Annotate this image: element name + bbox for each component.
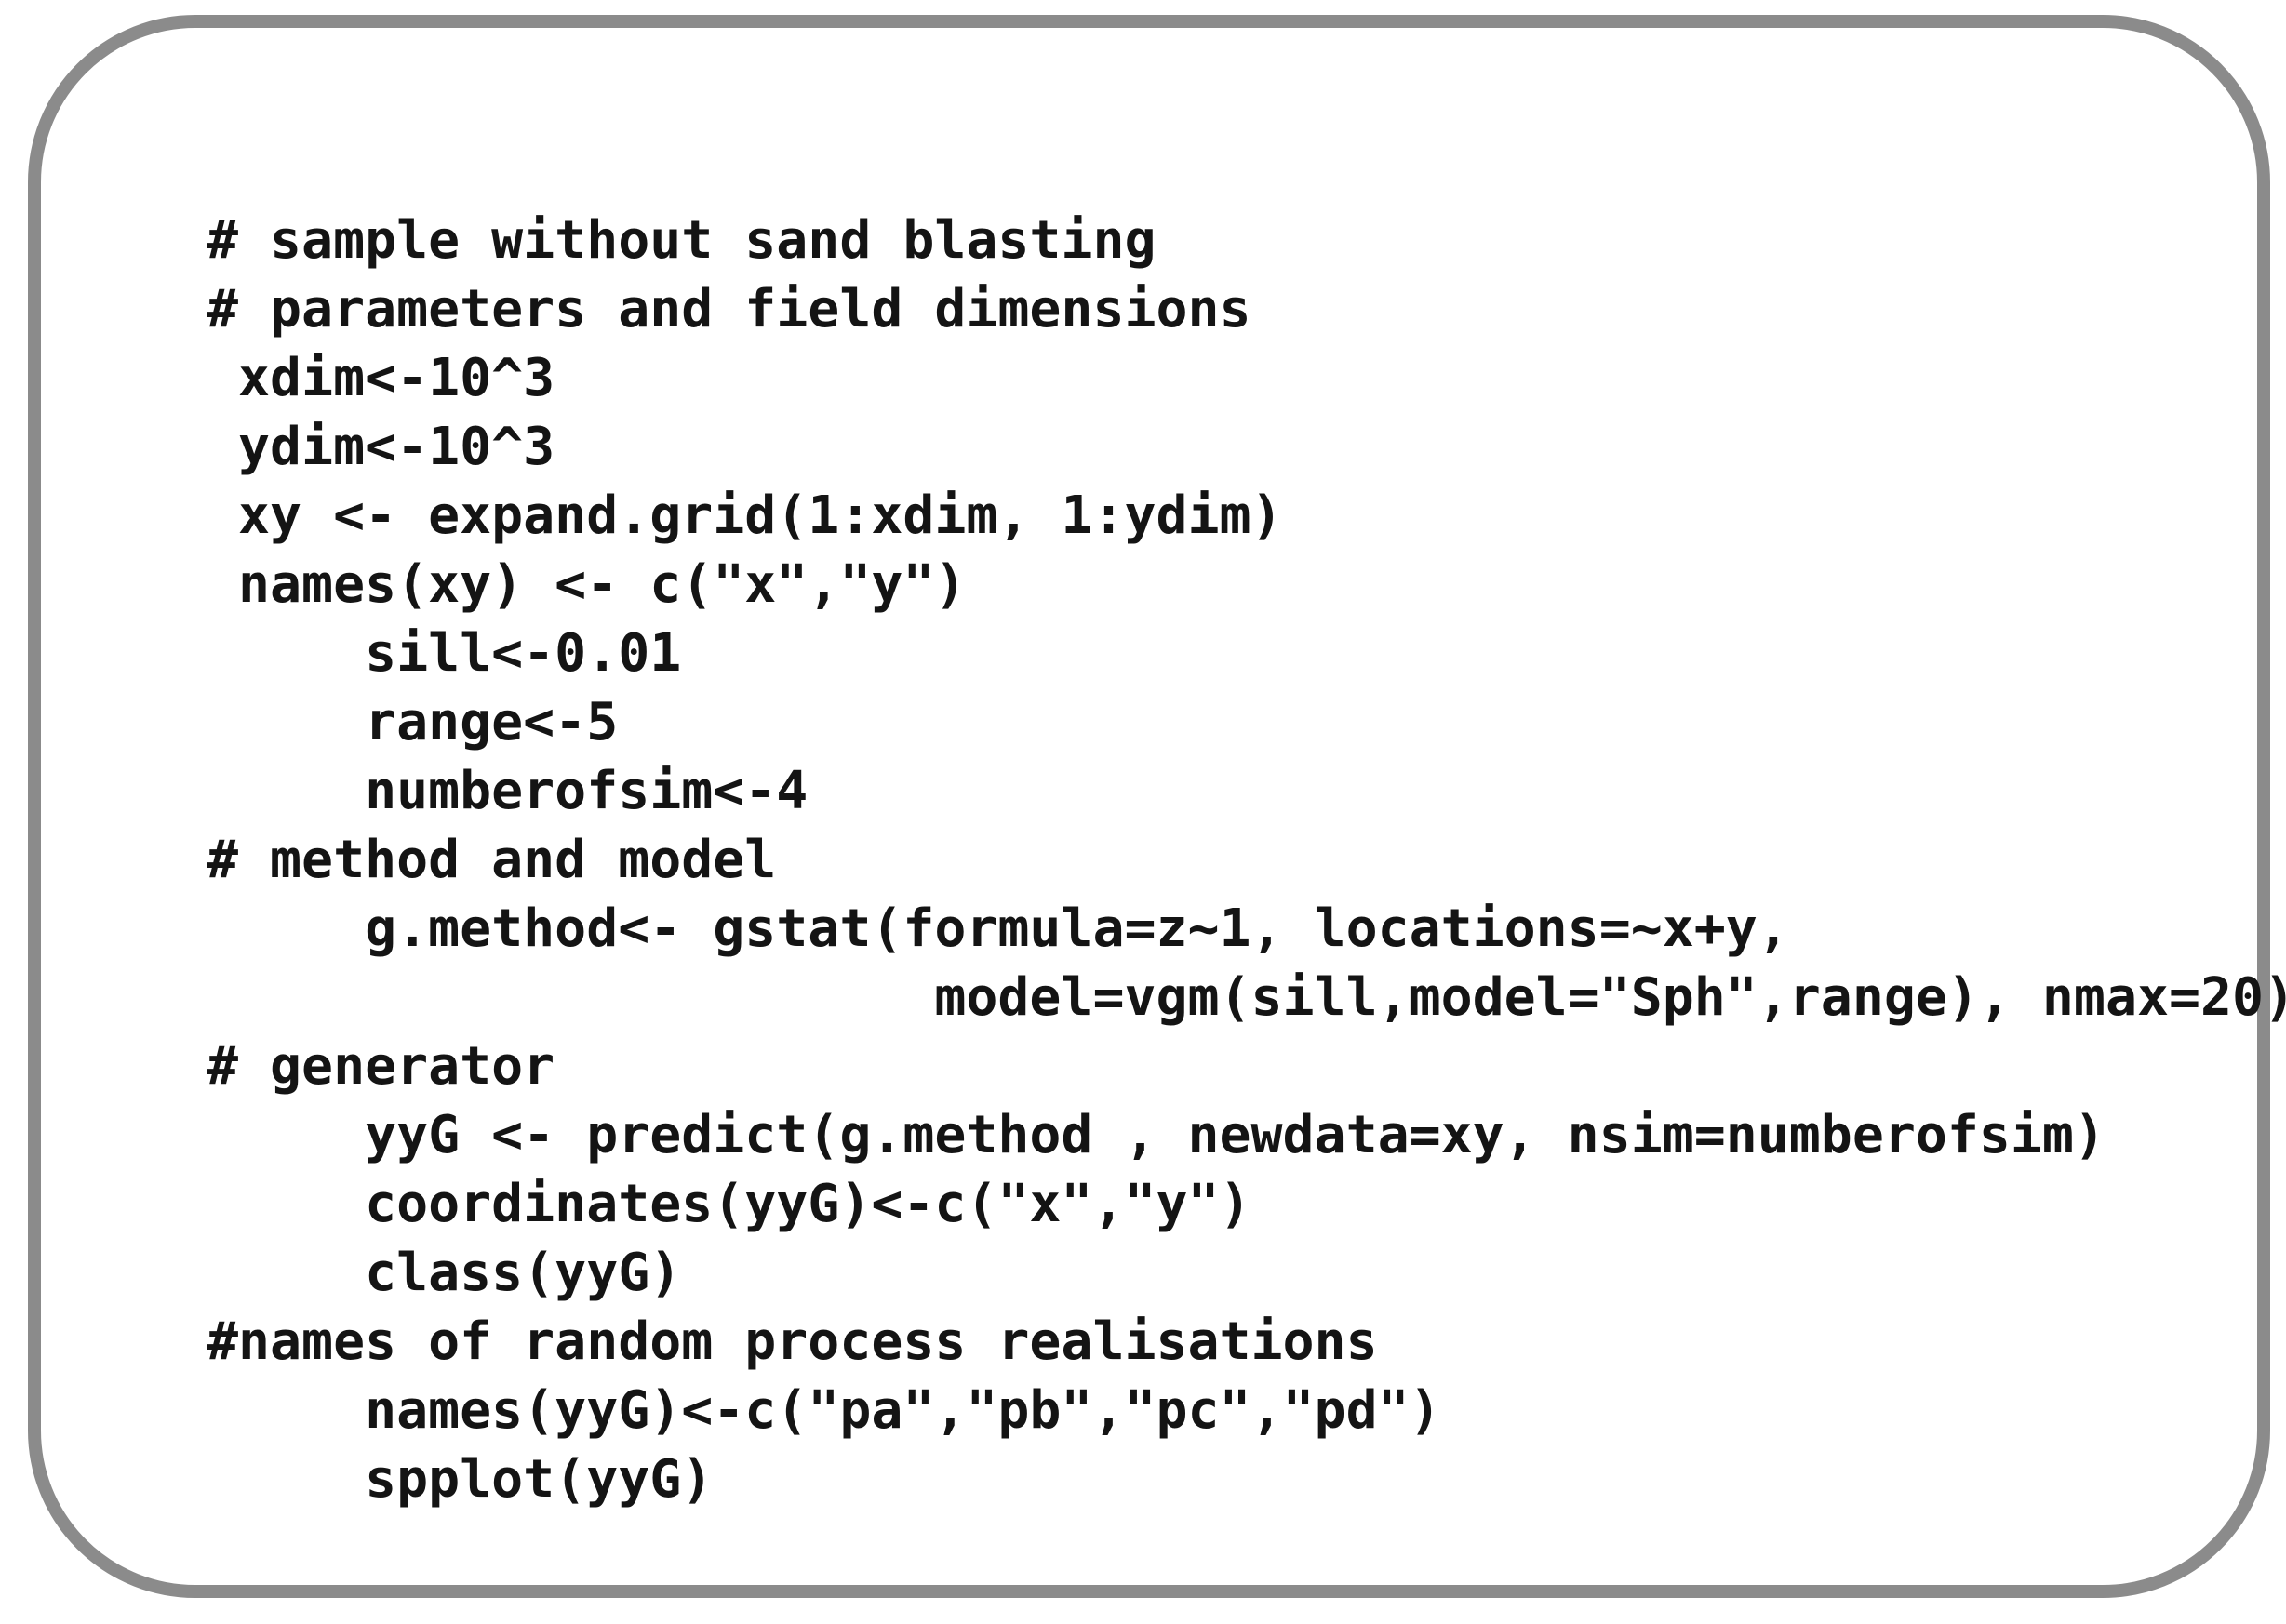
code-panel: # sample without sand blasting # paramet… xyxy=(28,15,2286,1598)
code-listing: # sample without sand blasting # paramet… xyxy=(207,210,2286,1510)
